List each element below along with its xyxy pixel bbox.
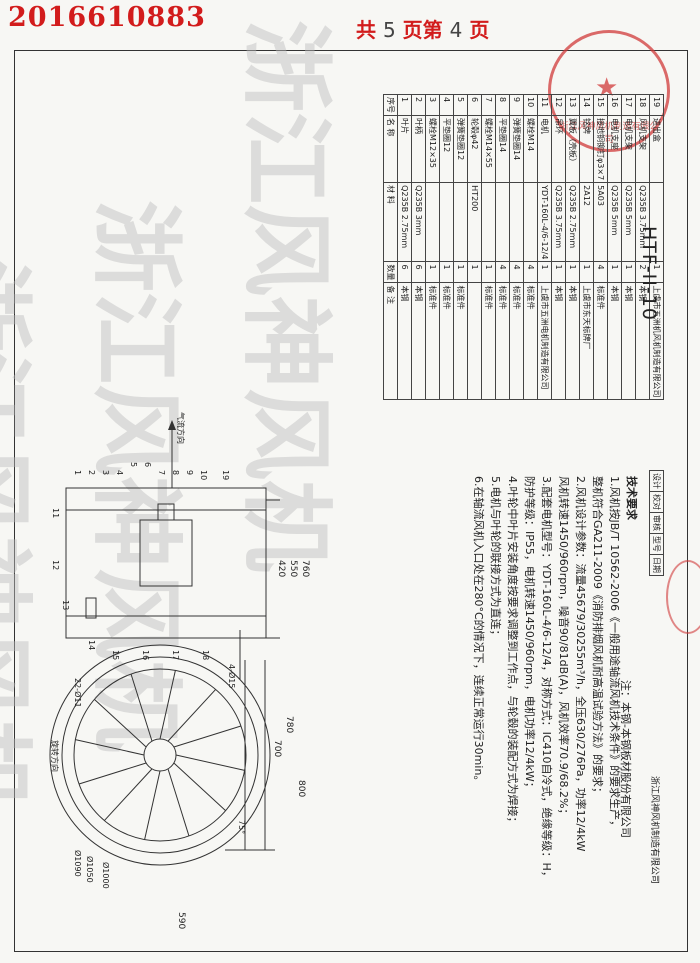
impeller-blade (75, 739, 145, 756)
hub-circle (143, 738, 177, 772)
motor-outline (139, 519, 193, 587)
callout-number: 4 (115, 470, 124, 476)
notes-line: 6.在轴流风机入口处在280°C的情况下，连续正常运行30min。 (472, 476, 485, 787)
outer-flange-circle (49, 644, 271, 866)
stamp-text: 浙江风神风机制造有限公司 (559, 122, 659, 145)
company-stamp: ★ 浙江风神风机制造有限公司 (548, 30, 670, 152)
impeller-blade (144, 770, 161, 840)
impeller-circle (73, 668, 247, 842)
dim-bolts: 4-Ø15 (227, 664, 236, 689)
callout-number: 13 (61, 600, 70, 611)
hub-outline (157, 503, 175, 521)
notes-line: 3.配套电机型号：YDT-160L-4/6-12/4，对称方式：IC410自冷式… (540, 476, 553, 882)
edge-stamp (666, 560, 700, 634)
impeller-blades (75, 670, 245, 840)
pages-sep-label: 页第 (402, 18, 443, 42)
notes-line: 4.叶轮中叶片安装角度按要求调整到工作点，与轮毂的装配方式为焊接； (506, 476, 519, 828)
impeller-blade (103, 768, 153, 821)
notes-line: 整机符合GA211-2009《消防排烟风机耐高温试验方法》的要求； (591, 476, 604, 799)
impeller-blade (78, 762, 147, 785)
page-indicator: 共 5 页第 4 页 (356, 14, 489, 43)
callout-number: 1 (73, 470, 82, 476)
notes-lines: 1.风机按JB/T 10562-2006《一般用途轴流风机技术条件》的要求生产，… (470, 476, 623, 882)
dim-550: 550 (288, 560, 298, 578)
sheet-border (14, 50, 688, 952)
side-view-housing (65, 487, 267, 639)
impeller-blade (130, 673, 153, 742)
stamp-star-icon: ★ (595, 73, 619, 103)
dim-angle: 75° (237, 820, 246, 835)
impeller-blade (94, 698, 147, 748)
dim-dia1000: Ø1000 (101, 862, 110, 889)
dim-dia1090: Ø1090 (73, 850, 82, 877)
technical-notes: 技术要求 1.风机按JB/T 10562-2006《一般用途轴流风机技术条件》的… (470, 476, 640, 882)
dim-700: 700 (272, 740, 282, 758)
dim-760: 760 (300, 560, 310, 578)
notes-line: 5.电机与叶轮的联接方式为直连； (489, 476, 502, 641)
dim-dia1050: Ø1050 (85, 856, 94, 883)
callout-number: 6 (143, 462, 152, 468)
airflow-arrowhead (168, 420, 176, 430)
callout-number: 2 (87, 470, 96, 476)
pages-end-label: 页 (469, 18, 490, 42)
rotation-label: 旋转方向 (50, 740, 59, 772)
callout-number: 14 (87, 640, 96, 651)
dim-420: 420 (276, 560, 286, 578)
callout-number: 5 (129, 462, 138, 468)
impeller-blade (159, 670, 176, 740)
dim-800: 800 (296, 780, 306, 798)
callout-number: 19 (221, 470, 230, 481)
pages-total: 5 (382, 18, 396, 42)
impeller-blade (167, 689, 217, 742)
housing-circle (61, 656, 259, 854)
impeller-blade (173, 762, 226, 812)
notes-line: 2.风机设计参数：流量45679/30255m³/h，全压630/276Pa，功… (574, 476, 587, 852)
impeller-blade (175, 754, 245, 771)
callout-number: 7 (157, 470, 166, 476)
callout-number: 3 (101, 470, 110, 476)
pages-total-label: 共 (356, 18, 376, 42)
callout-number: 18 (201, 650, 210, 661)
callout-number: 15 (111, 650, 120, 661)
callout-number: 17 (171, 650, 180, 661)
notes-footer: 注：本钢-本钢板材股份有限公司 (619, 680, 632, 838)
callout-number: 10 (199, 470, 208, 481)
callout-number: 8 (171, 470, 180, 476)
serial-number: 2016610883 (8, 2, 206, 33)
nameplate-outline (85, 597, 97, 619)
callout-number: 9 (185, 470, 194, 476)
impeller-blade (173, 725, 242, 748)
dim-holes: 22-Ø11 (73, 678, 82, 708)
callout-number: 12 (51, 560, 60, 571)
dim-590: 590 (176, 912, 186, 930)
callout-number: 11 (51, 508, 60, 519)
impeller-blade (167, 768, 190, 837)
notes-line: 防护等级：IP55，电机转速1450/960rpm，电机功率12/4kW； (523, 476, 536, 793)
dim-780: 780 (284, 716, 294, 734)
notes-line: 风机转速1450/960rpm，噪音90/81dB(A)，风机效率70.9/68… (557, 476, 570, 820)
airflow-label: 气流方向 (176, 412, 185, 444)
page-current: 4 (449, 18, 463, 42)
callout-number: 16 (141, 650, 150, 661)
